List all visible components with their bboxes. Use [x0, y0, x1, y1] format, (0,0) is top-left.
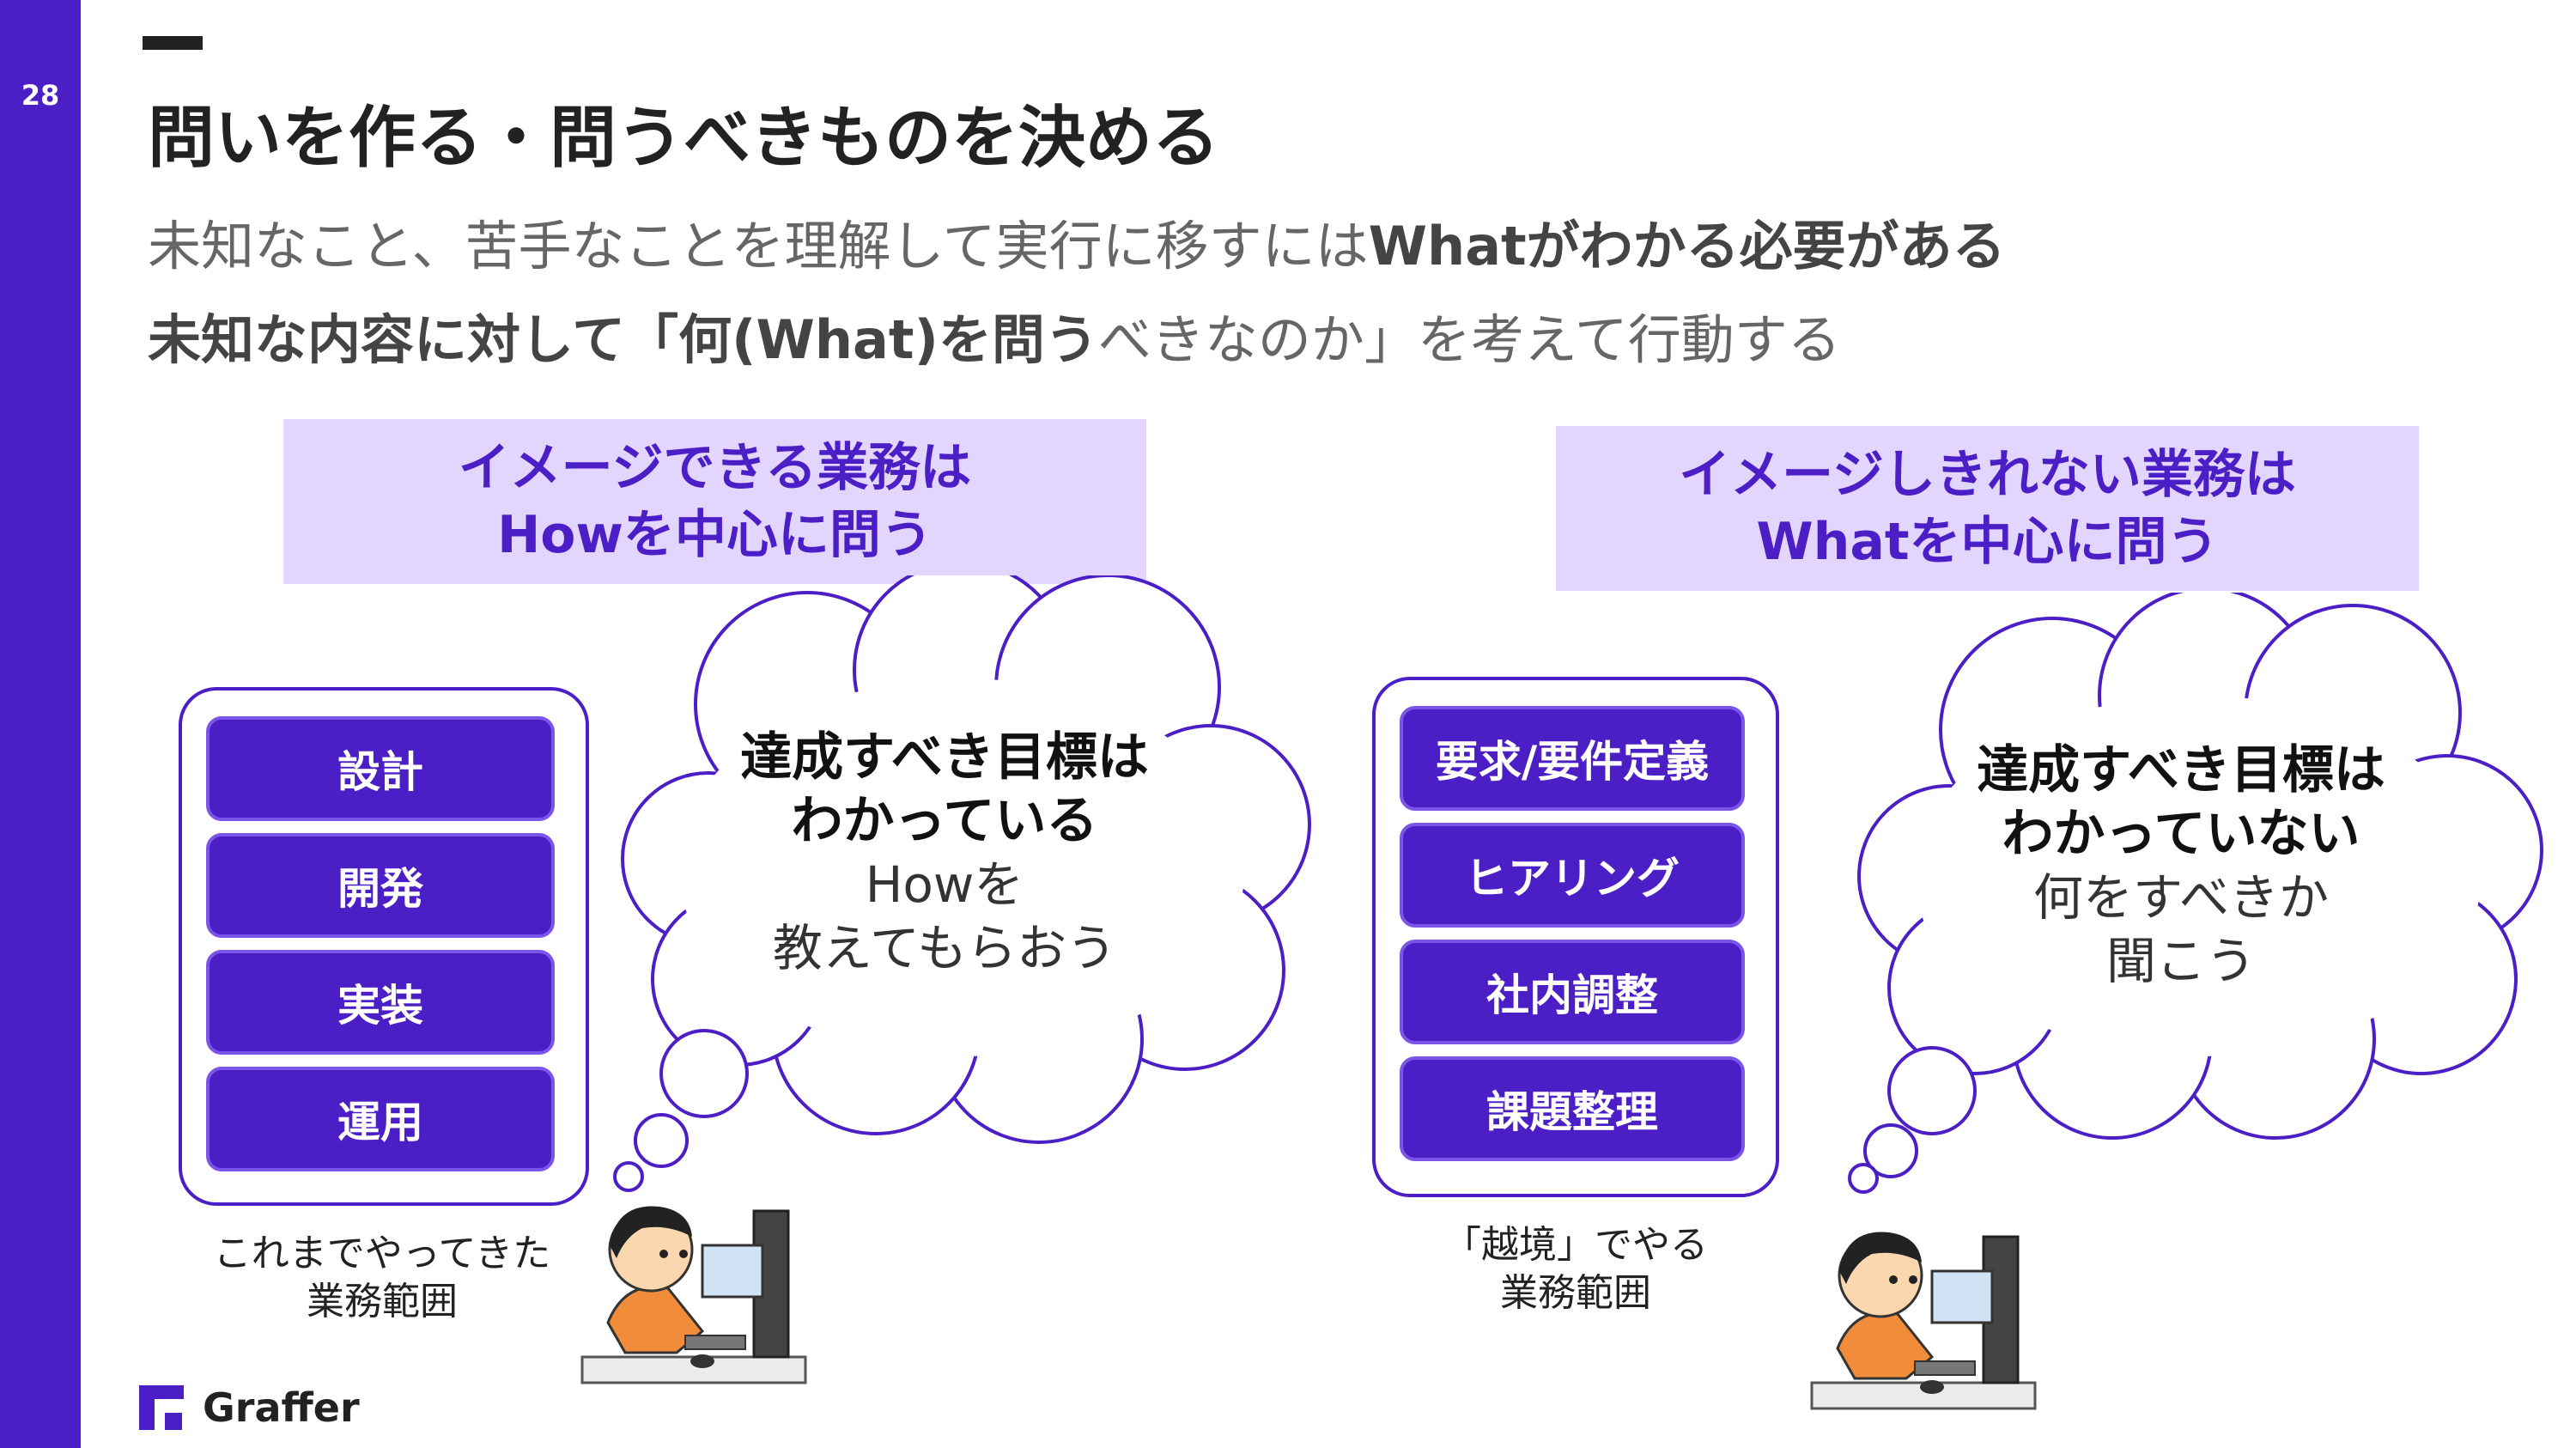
task-design: 設計	[206, 716, 555, 821]
task-implementation: 実装	[206, 950, 555, 1055]
person-at-computer-illustration	[580, 1206, 807, 1384]
right-cloud-line-3: 何をすべきか	[2033, 868, 2329, 927]
right-cloud-bold-2: わかっていない	[2002, 804, 2360, 864]
left-caption: これまでやってきた 業務範囲	[189, 1230, 575, 1326]
left-thought-cloud	[613, 575, 1311, 1192]
right-cloud-bold-1: 達成すべき目標は	[1977, 740, 2385, 800]
lead-line-2: 未知な内容に対して「何(What)を問うべきなのか」を考えて行動する	[148, 296, 1841, 374]
left-accent-bar	[0, 0, 81, 1448]
lead-line-1-bold: Whatがわかる必要がある	[1368, 215, 2006, 277]
left-caption-line-1: これまでやってきた	[213, 1232, 551, 1275]
right-caption-line-1: 「越境」でやる	[1443, 1223, 1708, 1267]
left-label-box: イメージできる業務は Howを中心に問う	[283, 419, 1146, 584]
task-requirements: 要求/要件定義	[1400, 706, 1745, 811]
task-operation: 運用	[206, 1067, 555, 1171]
right-label-line-1: イメージしきれない業務は	[1679, 445, 2296, 505]
left-caption-line-2: 業務範囲	[307, 1280, 458, 1323]
left-cloud-line-3: Howを	[865, 855, 1024, 914]
lead-line-2-bold: 未知な内容に対して「何(What)を問う	[148, 308, 1098, 371]
lead-line-1-normal: 未知なこと、苦手なことを理解して実行に移すには	[148, 215, 1369, 277]
graffer-logo-text: Graffer	[203, 1384, 360, 1431]
task-internal-coordination: 社内調整	[1400, 940, 1745, 1044]
left-cloud-bold-1: 達成すべき目標は	[740, 727, 1149, 788]
task-development: 開発	[206, 833, 555, 938]
page-number: 28	[21, 79, 60, 112]
left-cloud-bold-2: わかっている	[791, 791, 1098, 851]
task-hearing: ヒアリング	[1400, 823, 1745, 928]
left-label-line-2: Howを中心に問う	[497, 505, 933, 565]
right-cloud-text: 達成すべき目標は わかっていない 何をすべきか 聞こう	[1906, 739, 2456, 993]
slide-title: 問いを作る・問うべきものを決める	[148, 100, 1220, 177]
right-label-box: イメージしきれない業務は Whatを中心に問う	[1556, 426, 2419, 591]
graffer-logo: Graffer	[139, 1384, 360, 1431]
right-label-line-2: Whatを中心に問う	[1756, 512, 2219, 572]
right-cloud-line-4: 聞こう	[2105, 932, 2256, 990]
title-decoration	[143, 36, 203, 50]
left-label-line-1: イメージできる業務は	[458, 438, 972, 498]
left-cloud-text: 達成すべき目標は わかっている Howを 教えてもらおう	[670, 726, 1219, 980]
right-caption: 「越境」でやる 業務範囲	[1382, 1221, 1769, 1317]
right-thought-cloud	[1848, 593, 2543, 1194]
task-issue-organization: 課題整理	[1400, 1056, 1745, 1161]
right-caption-line-2: 業務範囲	[1500, 1271, 1651, 1315]
lead-line-2-normal: べきなのか」を考えて行動する	[1097, 308, 1841, 371]
left-cloud-line-4: 教えてもらおう	[772, 919, 1117, 977]
lead-line-1: 未知なこと、苦手なことを理解して実行に移すにはWhatがわかる必要がある	[148, 203, 2006, 280]
graffer-logo-icon	[139, 1385, 184, 1430]
person-at-computer-illustration-right	[1810, 1232, 2037, 1410]
